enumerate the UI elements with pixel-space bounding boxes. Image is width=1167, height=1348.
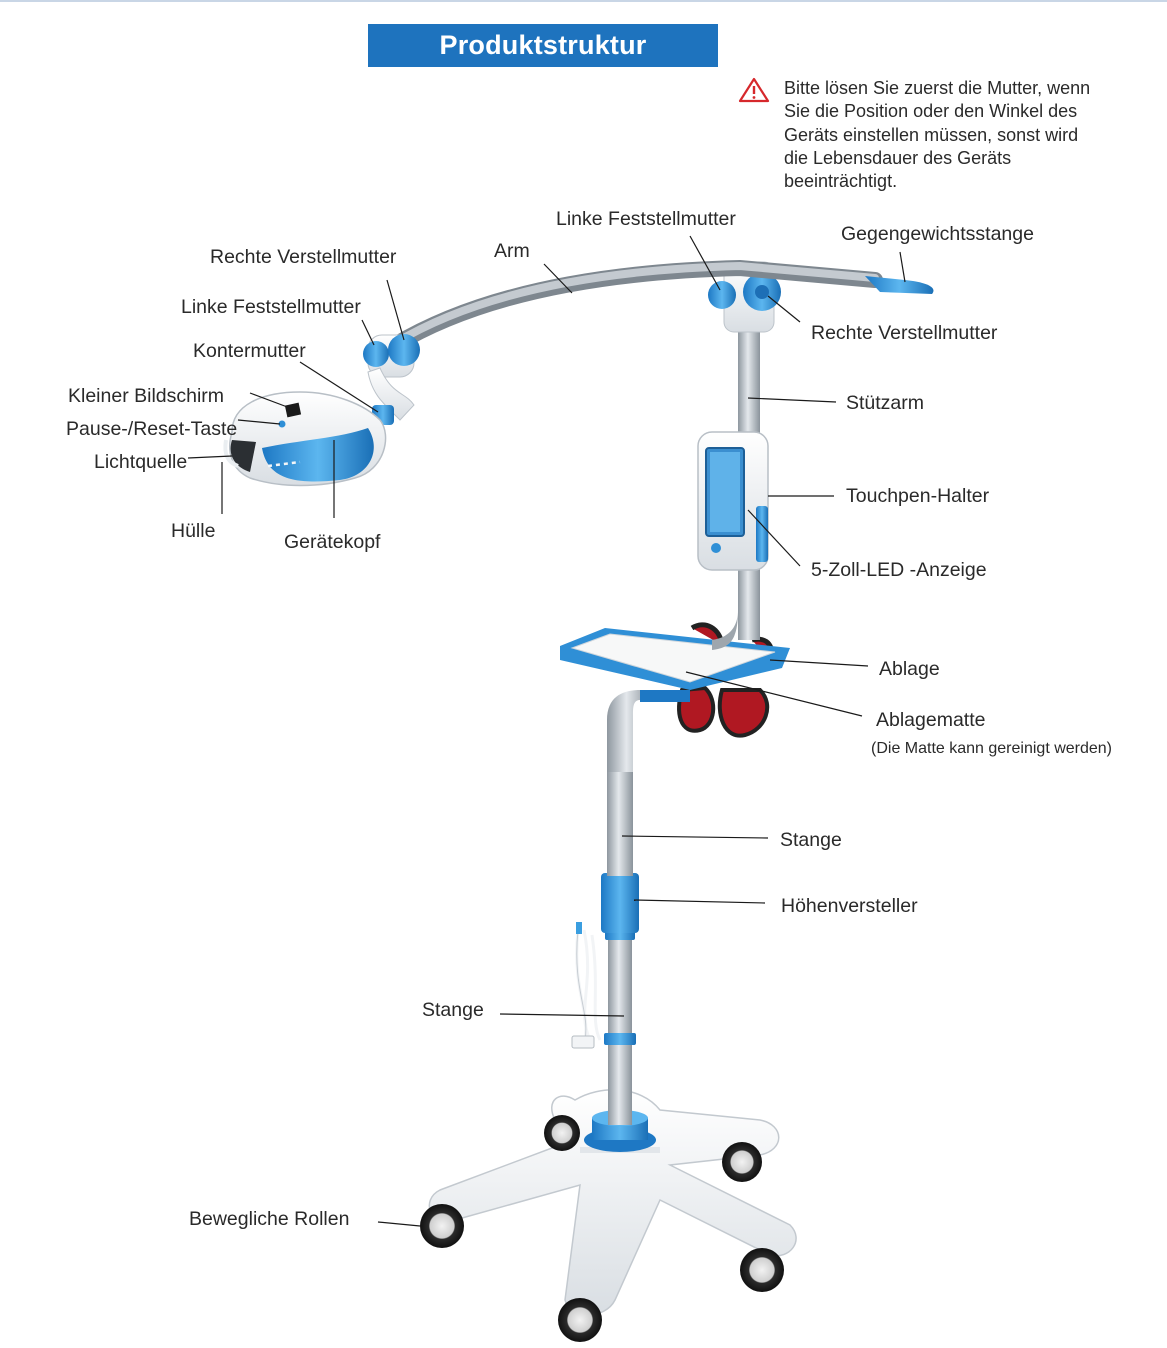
touchpen-holder bbox=[756, 506, 768, 562]
label-linke-feststellmutter-left: Linke Feststellmutter bbox=[181, 296, 361, 318]
warning-line: Sie die Position oder den Winkel des bbox=[784, 101, 1078, 122]
page-title: Produktstruktur bbox=[368, 24, 718, 67]
label-bewegliche-rollen: Bewegliche Rollen bbox=[189, 1208, 350, 1230]
wheels bbox=[420, 1115, 784, 1342]
label-stange-lower: Stange bbox=[422, 999, 484, 1021]
label-kleiner-bildschirm: Kleiner Bildschirm bbox=[68, 385, 225, 407]
label-kontermutter: Kontermutter bbox=[193, 340, 306, 362]
leader-lines bbox=[187, 235, 906, 1227]
warning-line: beeinträchtigt. bbox=[784, 171, 898, 192]
wheel bbox=[722, 1142, 762, 1182]
label-ablagematte-note: (Die Matte kann gereinigt werden) bbox=[871, 740, 1113, 757]
label-lichtquelle: Lichtquelle bbox=[94, 451, 188, 473]
label-geraetekopf: Gerätekopf bbox=[284, 531, 381, 553]
warning-line: die Lebensdauer des Geräts bbox=[784, 147, 1012, 168]
warning-line: Bitte lösen Sie zuerst die Mutter, wenn bbox=[784, 78, 1091, 98]
label-led-anzeige: 5-Zoll-LED -Anzeige bbox=[811, 559, 987, 581]
tray bbox=[560, 628, 790, 702]
label-arm: Arm bbox=[494, 240, 530, 262]
lower-pole bbox=[608, 935, 632, 1125]
label-hoehenversteller: Höhenversteller bbox=[781, 895, 918, 917]
wheel bbox=[544, 1115, 580, 1151]
wheel bbox=[420, 1204, 464, 1248]
label-ablagematte: Ablagematte bbox=[876, 709, 986, 731]
label-rechte-verstellmutter-right: Rechte Verstellmutter bbox=[811, 322, 998, 344]
counterweight-rod bbox=[865, 276, 934, 294]
label-rechte-verstellmutter-left: Rechte Verstellmutter bbox=[210, 246, 397, 268]
top-rule bbox=[0, 0, 1167, 2]
label-touchpen-halter: Touchpen-Halter bbox=[846, 485, 990, 507]
label-linke-feststellmutter-top: Linke Feststellmutter bbox=[556, 208, 736, 230]
label-pause-reset-taste: Pause-/Reset-Taste bbox=[66, 418, 238, 440]
led-display-unit bbox=[697, 431, 769, 571]
label-stuetzarm: Stützarm bbox=[846, 392, 925, 414]
wheel bbox=[740, 1248, 784, 1292]
label-gegengewichtsstange: Gegengewichtsstange bbox=[841, 223, 1034, 245]
left-joint bbox=[363, 334, 420, 425]
device-head bbox=[223, 391, 387, 487]
label-ablage: Ablage bbox=[879, 658, 940, 680]
height-adjuster bbox=[601, 873, 639, 933]
wheel bbox=[558, 1298, 602, 1342]
warning-triangle-icon bbox=[738, 77, 770, 103]
label-huelle: Hülle bbox=[171, 520, 216, 542]
pole-collar bbox=[604, 1033, 636, 1045]
top-joint bbox=[708, 261, 781, 333]
warning-text: Bitte lösen Sie zuerst die Mutter, wenn … bbox=[784, 77, 1144, 193]
label-stange-upper: Stange bbox=[780, 829, 842, 851]
warning-line: Geräts einstellen müssen, sonst wird bbox=[784, 124, 1079, 145]
upper-pole bbox=[607, 770, 633, 876]
